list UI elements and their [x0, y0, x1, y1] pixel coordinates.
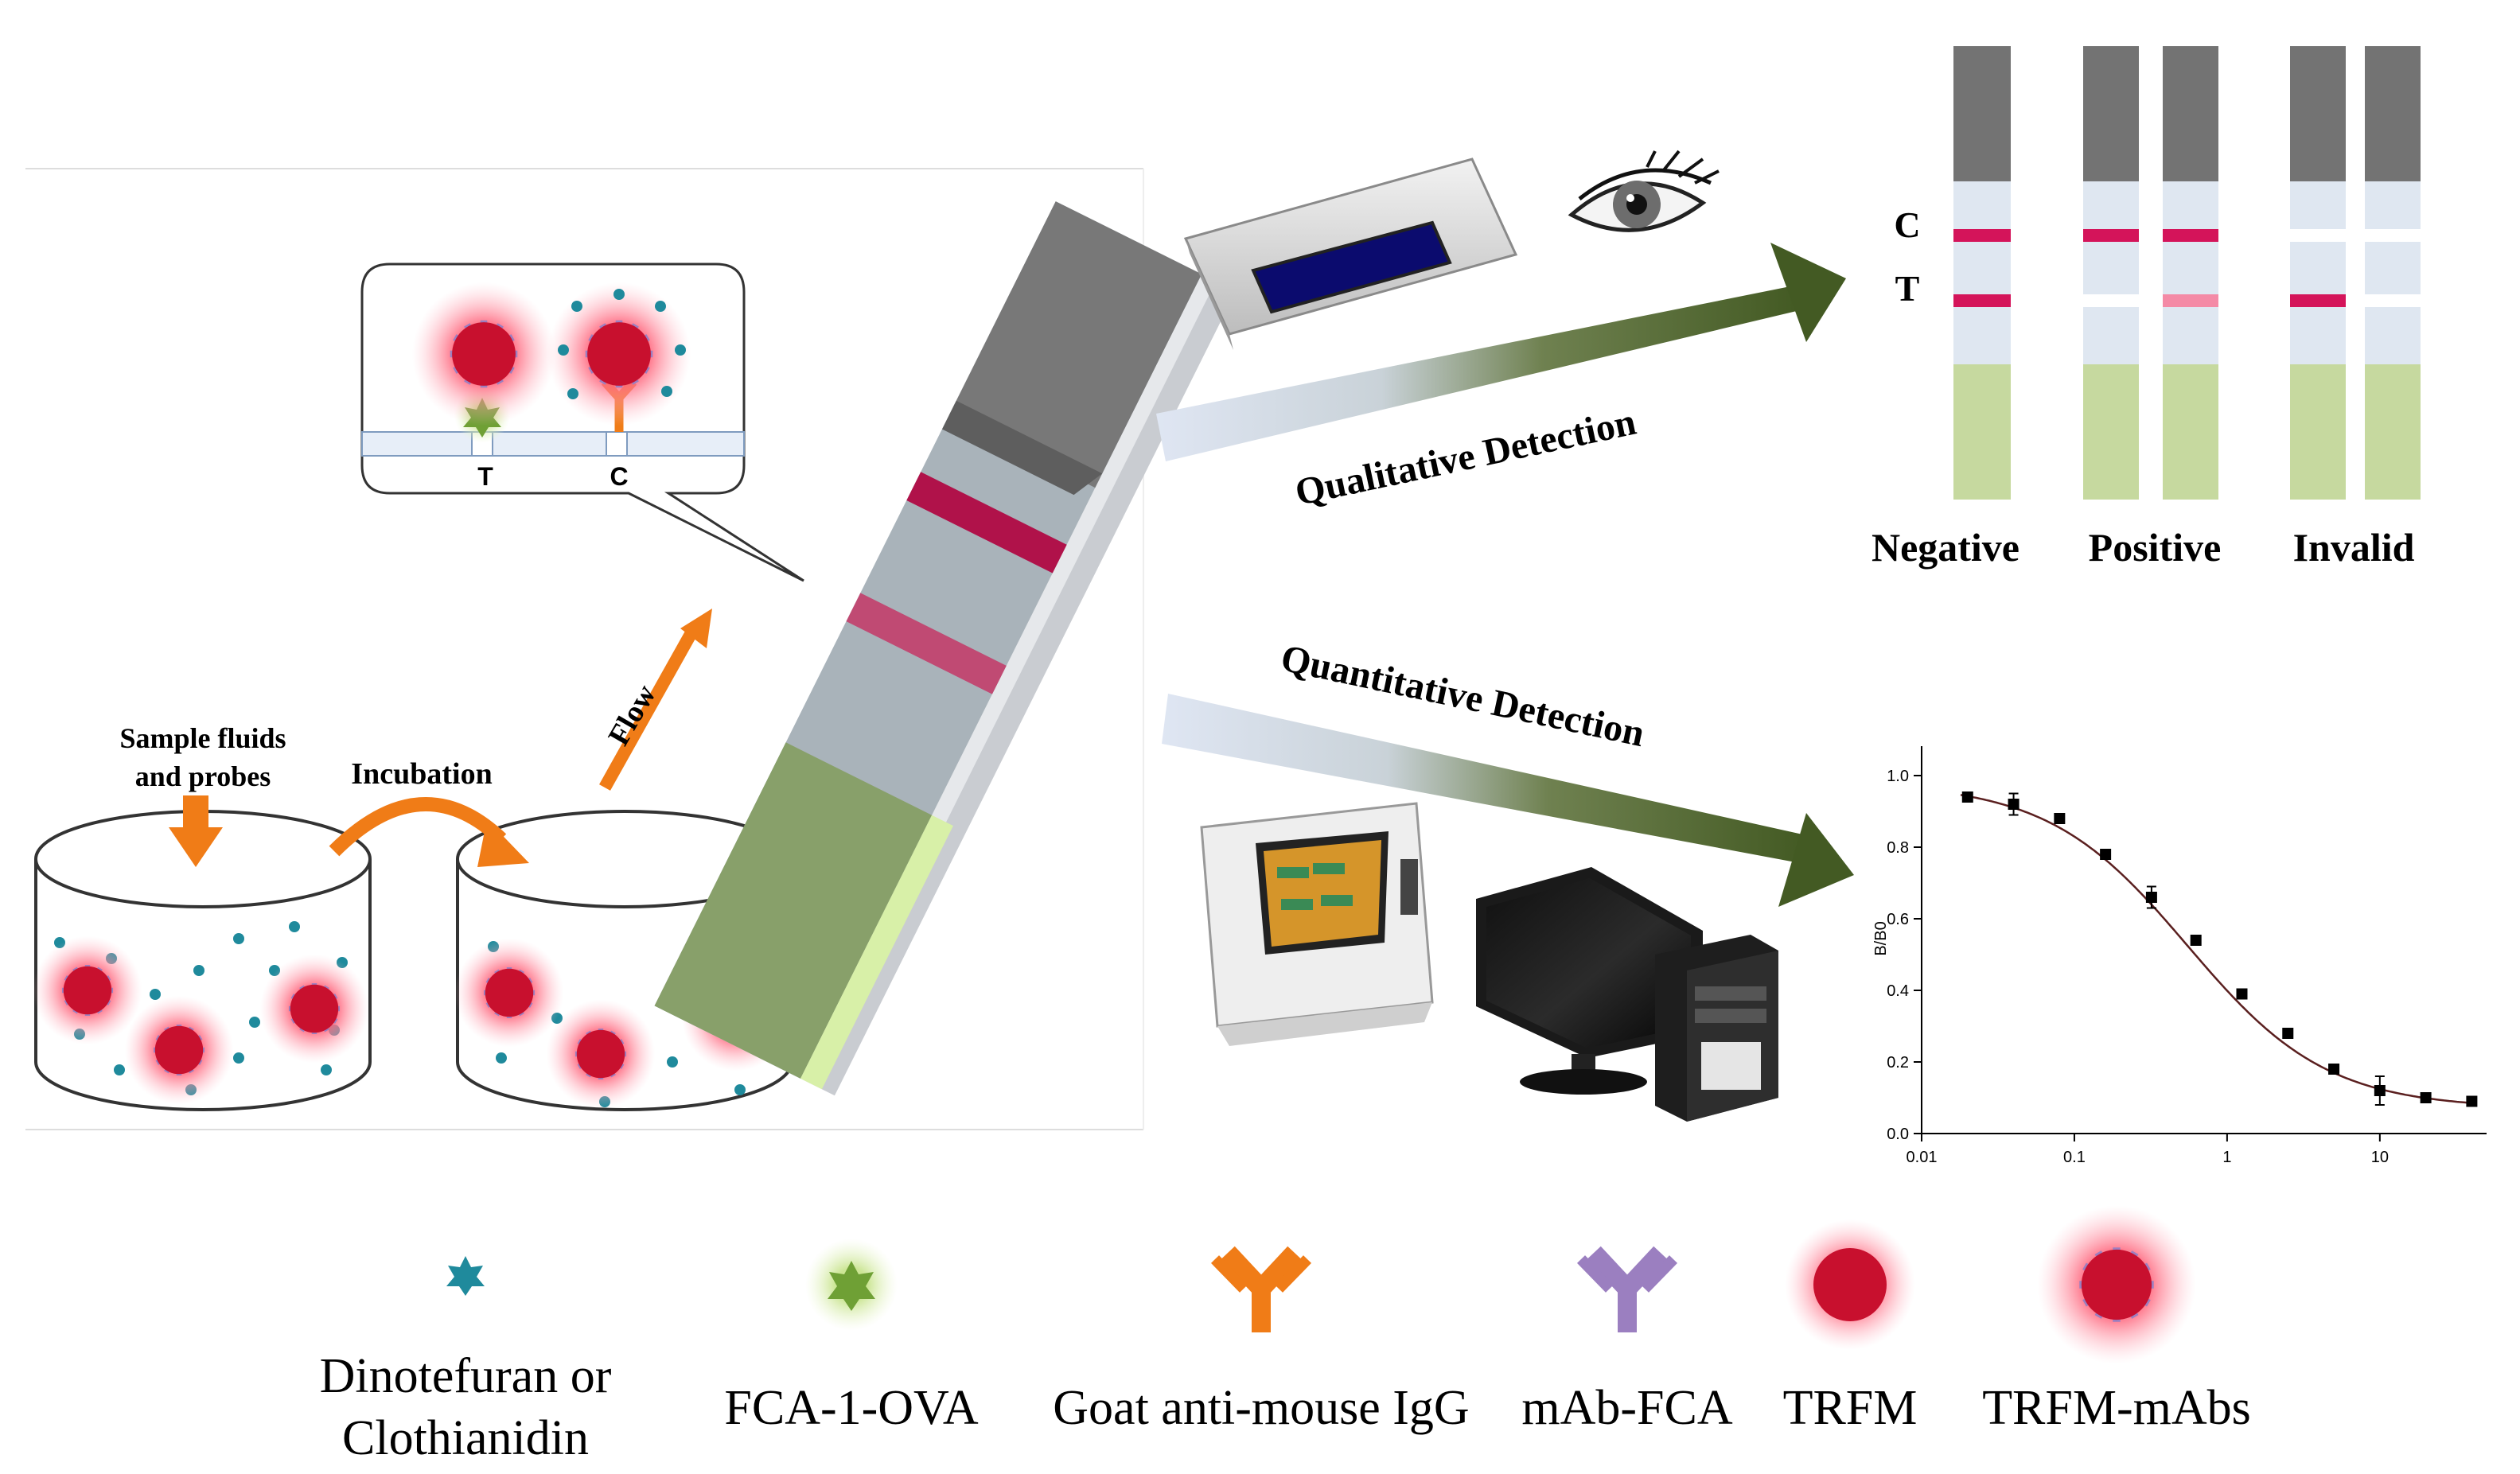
zoom-t-label: T [477, 462, 493, 491]
zoom-callout: T C [360, 263, 804, 582]
zoom-c-label: C [610, 462, 628, 491]
eye-icon [1568, 150, 1720, 232]
result-positive-label: Positive [2089, 525, 2222, 570]
computer-tower-icon [1655, 935, 1778, 1122]
fit-curve [1960, 794, 2475, 1105]
data-point [2236, 988, 2248, 1000]
result-invalid-label: Invalid [2293, 525, 2415, 570]
result-negative-label: Negative [1871, 525, 2020, 570]
strip-absorbent-pad [948, 201, 1202, 488]
goat-antibody-icon [1210, 1246, 1312, 1332]
legend-label-trfm: TRFM [1783, 1381, 1918, 1435]
qualitative-arrow [1156, 243, 1846, 461]
y-ticks: 0.0 0.2 0.4 0.6 0.8 1.0 [1887, 768, 1922, 1143]
qualitative-section: Qualitative Detection [1156, 46, 2421, 570]
strip-positive-1 [2083, 46, 2139, 500]
trfm-icon [1785, 1219, 1915, 1350]
computer-monitor-icon [1476, 867, 1703, 1095]
legend-label-fca-ova: FCA-1-OVA [724, 1381, 978, 1435]
legend: Dinotefuran or Clothianidin FCA-1-OVA Go… [320, 1205, 2251, 1465]
sample-label-2: and probes [135, 760, 271, 792]
legend-label-dinotefuran: Dinotefuran or [320, 1349, 612, 1403]
y-tick-label: 0.2 [1887, 1054, 1909, 1071]
strip-t-label: T [1895, 268, 1920, 309]
data-point [2420, 1092, 2432, 1103]
incubation-arrow [329, 796, 529, 867]
x-tick-label: 1 [2222, 1149, 2231, 1166]
legend-label-clothianidin: Clothianidin [342, 1411, 589, 1465]
data-point [2100, 849, 2112, 860]
x-tick-label: 10 [2371, 1149, 2389, 1166]
analyzer-device-icon [1200, 802, 1434, 1046]
quantitative-arrow [1162, 694, 1854, 907]
sample-arrow [169, 795, 223, 867]
data-point [2190, 935, 2202, 946]
data-point [2328, 1064, 2340, 1075]
process-panel: Sample fluids and probes Incubation Flow [25, 168, 1237, 1130]
legend-label-mab-fca: mAb-FCA [1521, 1381, 1732, 1435]
data-point [2466, 1095, 2478, 1107]
strip-c-label: C [1894, 204, 1920, 245]
strip-positive-2 [2163, 46, 2218, 500]
quantitative-section: Quantitative Detection [1162, 637, 2495, 1209]
y-tick-label: 0.0 [1887, 1126, 1909, 1143]
y-tick-label: 0.8 [1887, 839, 1909, 857]
trfm-mabs-icon [2037, 1205, 2196, 1364]
x-tick-label: 0.1 [2063, 1149, 2086, 1166]
data-point [2145, 892, 2157, 903]
data-point [2008, 799, 2020, 810]
x-ticks: 0.01 0.1 1 10 [1907, 1134, 2389, 1166]
strip-negative [1953, 46, 2011, 500]
legend-label-trfm-mabs: TRFM-mAbs [1982, 1381, 2251, 1435]
dinotefuran-icon [446, 1256, 485, 1296]
y-tick-label: 0.6 [1887, 911, 1909, 928]
data-points [1961, 791, 2478, 1107]
incubation-label: Incubation [351, 757, 492, 791]
strip-control-line [906, 472, 1067, 574]
calibration-chart: 0.0 0.2 0.4 0.6 0.8 1.0 0.01 0.1 1 10 B/B0 [1866, 716, 2495, 1209]
flow-arrow [599, 609, 712, 791]
sample-label-1: Sample fluids [119, 722, 286, 754]
mab-antibody-icon [1576, 1246, 1678, 1332]
fca-ova-icon [805, 1239, 898, 1331]
y-tick-label: 0.4 [1887, 982, 1909, 1000]
test-strip [654, 201, 1237, 1096]
legend-label-goat-igg: Goat anti-mouse IgG [1053, 1381, 1469, 1435]
result-strips [1953, 46, 2421, 500]
strip-sample-pad [654, 742, 933, 1079]
data-point [2054, 813, 2066, 824]
y-axis-label: B/B0 [1872, 921, 1890, 955]
strip-reader-icon [1183, 158, 1518, 350]
data-point [2374, 1085, 2386, 1096]
strip-invalid-1 [2290, 46, 2346, 500]
y-tick-label: 1.0 [1887, 768, 1909, 785]
strip-test-line [846, 593, 1007, 694]
data-point [2282, 1028, 2294, 1039]
strip-invalid-2 [2365, 46, 2421, 500]
x-tick-label: 0.01 [1907, 1149, 1938, 1166]
data-point [1961, 791, 1973, 803]
